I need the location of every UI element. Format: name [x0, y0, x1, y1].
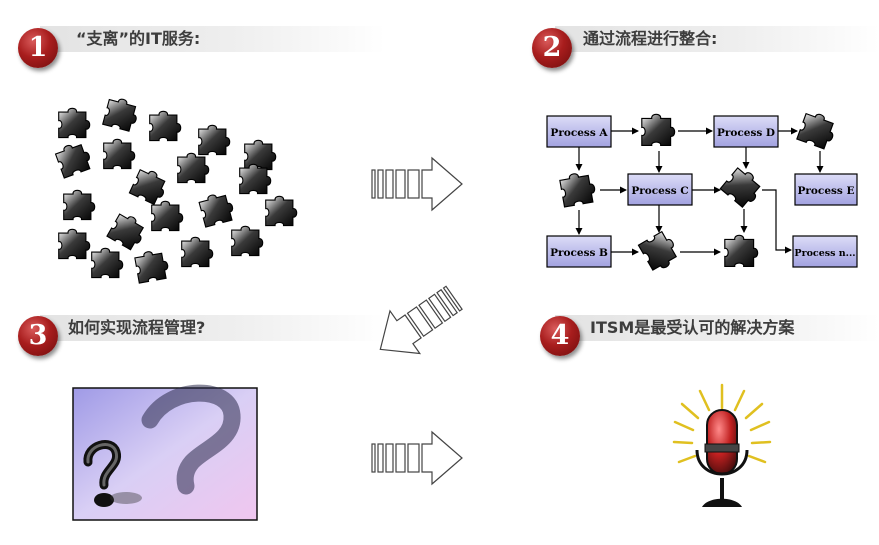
step-3-header-bar [40, 315, 385, 341]
puzzle-piece [177, 152, 210, 184]
puzzle-piece [63, 189, 96, 221]
puzzle-piece [181, 236, 214, 268]
step-3-title: 如何实现流程管理? [68, 318, 206, 337]
process-a-box: Process A [546, 115, 612, 148]
flow-puzzle-piece [558, 170, 598, 208]
puzzle-piece [91, 247, 124, 279]
step-4-badge: 4 [540, 316, 580, 356]
puzzle-piece [106, 210, 150, 253]
puzzle-piece [197, 190, 237, 228]
puzzle-piece [265, 195, 298, 227]
flow-puzzle-piece [637, 229, 683, 275]
flow-puzzle-piece [719, 164, 767, 211]
step-1-badge: 1 [18, 28, 58, 68]
process-e-label: Process E [798, 185, 855, 197]
step-3-badge: 3 [18, 316, 58, 356]
step-4-title: ITSM是最受认可的解决方案 [590, 318, 795, 337]
process-a-label: Process A [550, 127, 608, 139]
puzzle-piece [58, 107, 91, 139]
puzzle-piece [151, 200, 184, 232]
process-b-box: Process B [546, 235, 612, 268]
puzzle-piece [103, 138, 136, 170]
flow-puzzle-piece [796, 109, 839, 151]
scattered-puzzle-pieces [53, 95, 298, 284]
puzzle-piece [102, 95, 141, 133]
puzzle-piece [239, 163, 272, 195]
right-arrow-bottom [371, 430, 463, 486]
step-1-title: “支离”的IT服务: [76, 29, 201, 48]
puzzle-piece [53, 139, 94, 179]
flow-arrows [575, 127, 824, 256]
step-2-header-bar [555, 26, 879, 52]
process-c-box: Process C [627, 173, 693, 206]
puzzle-piece [58, 228, 91, 260]
step-1-header-bar [40, 26, 385, 52]
puzzle-piece [231, 225, 264, 257]
flow-puzzle-piece [641, 113, 676, 146]
diagonal-arrow [379, 285, 463, 355]
process-n-box: Process n... [792, 235, 858, 268]
step-2-badge: 2 [532, 28, 572, 68]
process-d-box: Process D [713, 115, 779, 148]
microphone-icon [672, 383, 772, 507]
flow-puzzle-piece [724, 234, 759, 267]
right-arrow-top [371, 156, 463, 212]
puzzle-piece [198, 124, 231, 156]
question-mark-image [72, 384, 258, 521]
puzzle-piece [149, 110, 182, 142]
process-c-label: Process C [631, 185, 688, 197]
process-d-label: Process D [717, 127, 775, 139]
puzzle-piece [128, 165, 171, 207]
process-flow-diagram: Process A Process B Process C Process D … [546, 109, 858, 275]
step-4-header-bar [555, 315, 879, 341]
process-b-label: Process B [550, 247, 608, 259]
process-e-box: Process E [794, 173, 858, 206]
step-2-title: 通过流程进行整合: [583, 29, 718, 48]
puzzle-piece [133, 248, 171, 284]
process-n-label: Process n... [794, 248, 855, 259]
